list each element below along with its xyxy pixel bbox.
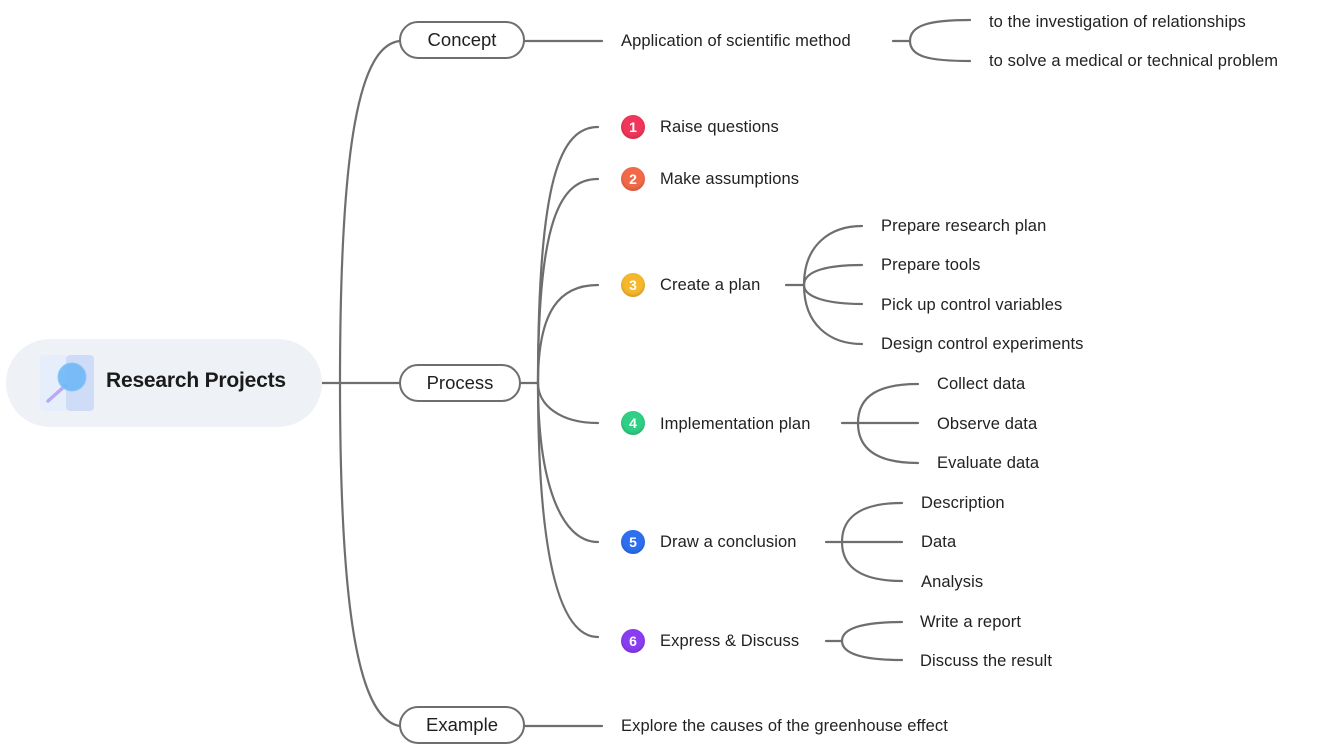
step-4-child[interactable]: Observe data bbox=[937, 415, 1038, 433]
step-3-child[interactable]: Prepare tools bbox=[881, 256, 981, 274]
step-3-badge: 3 bbox=[621, 273, 645, 297]
concept-label: Concept bbox=[427, 29, 497, 50]
step-5-badge: 5 bbox=[621, 530, 645, 554]
step-2-label[interactable]: Make assumptions bbox=[660, 170, 800, 188]
root-title: Research Projects bbox=[106, 369, 286, 392]
step-3-label[interactable]: Create a plan bbox=[660, 276, 761, 294]
step-6-label[interactable]: Express & Discuss bbox=[660, 632, 800, 650]
step-5-child[interactable]: Description bbox=[921, 494, 1005, 512]
step-1-badge: 1 bbox=[621, 115, 645, 139]
step-4-badge: 4 bbox=[621, 411, 645, 435]
step-5-label[interactable]: Draw a conclusion bbox=[660, 533, 797, 551]
concept-child[interactable]: to the investigation of relationships bbox=[989, 13, 1246, 31]
example-node[interactable]: Example bbox=[399, 706, 525, 744]
step-5-child[interactable]: Data bbox=[921, 533, 957, 551]
concept-item[interactable]: Application of scientific method bbox=[621, 32, 851, 50]
process-label: Process bbox=[426, 372, 494, 393]
step-3-child[interactable]: Pick up control variables bbox=[881, 296, 1063, 314]
step-6-child[interactable]: Discuss the result bbox=[920, 652, 1053, 670]
step-2-badge: 2 bbox=[621, 167, 645, 191]
example-item[interactable]: Explore the causes of the greenhouse eff… bbox=[621, 717, 948, 735]
step-6-badge: 6 bbox=[621, 629, 645, 653]
step-4-child[interactable]: Evaluate data bbox=[937, 454, 1040, 472]
step-6-child[interactable]: Write a report bbox=[920, 613, 1022, 631]
magnifier-icon bbox=[40, 355, 94, 411]
step-3-child[interactable]: Design control experiments bbox=[881, 335, 1084, 353]
concept-child[interactable]: to solve a medical or technical problem bbox=[989, 52, 1279, 70]
root-node[interactable]: Research Projects bbox=[6, 339, 322, 427]
step-4-child[interactable]: Collect data bbox=[937, 375, 1026, 393]
step-5-child[interactable]: Analysis bbox=[921, 573, 984, 591]
concept-node[interactable]: Concept bbox=[399, 21, 525, 59]
step-3-child[interactable]: Prepare research plan bbox=[881, 217, 1047, 235]
example-label: Example bbox=[426, 714, 498, 735]
step-4-label[interactable]: Implementation plan bbox=[660, 415, 811, 433]
process-node[interactable]: Process bbox=[399, 364, 521, 402]
step-1-label[interactable]: Raise questions bbox=[660, 118, 779, 136]
